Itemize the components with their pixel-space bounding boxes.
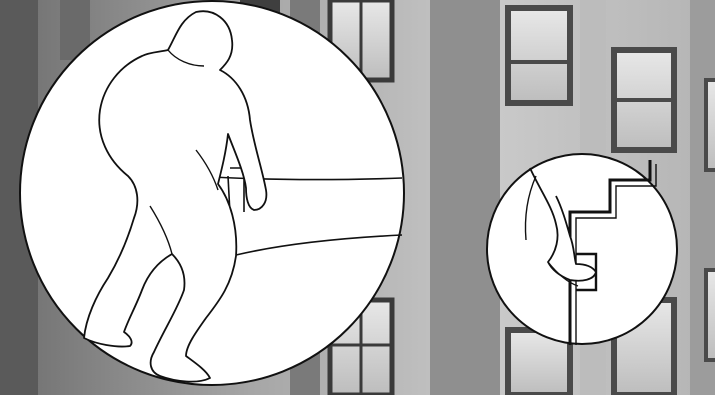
figure-hand-gripping-step-edge (487, 154, 677, 345)
figure-person-lifting-at-step (20, 1, 404, 385)
facade-pilaster (430, 0, 500, 395)
small-circle-frame (487, 154, 677, 344)
